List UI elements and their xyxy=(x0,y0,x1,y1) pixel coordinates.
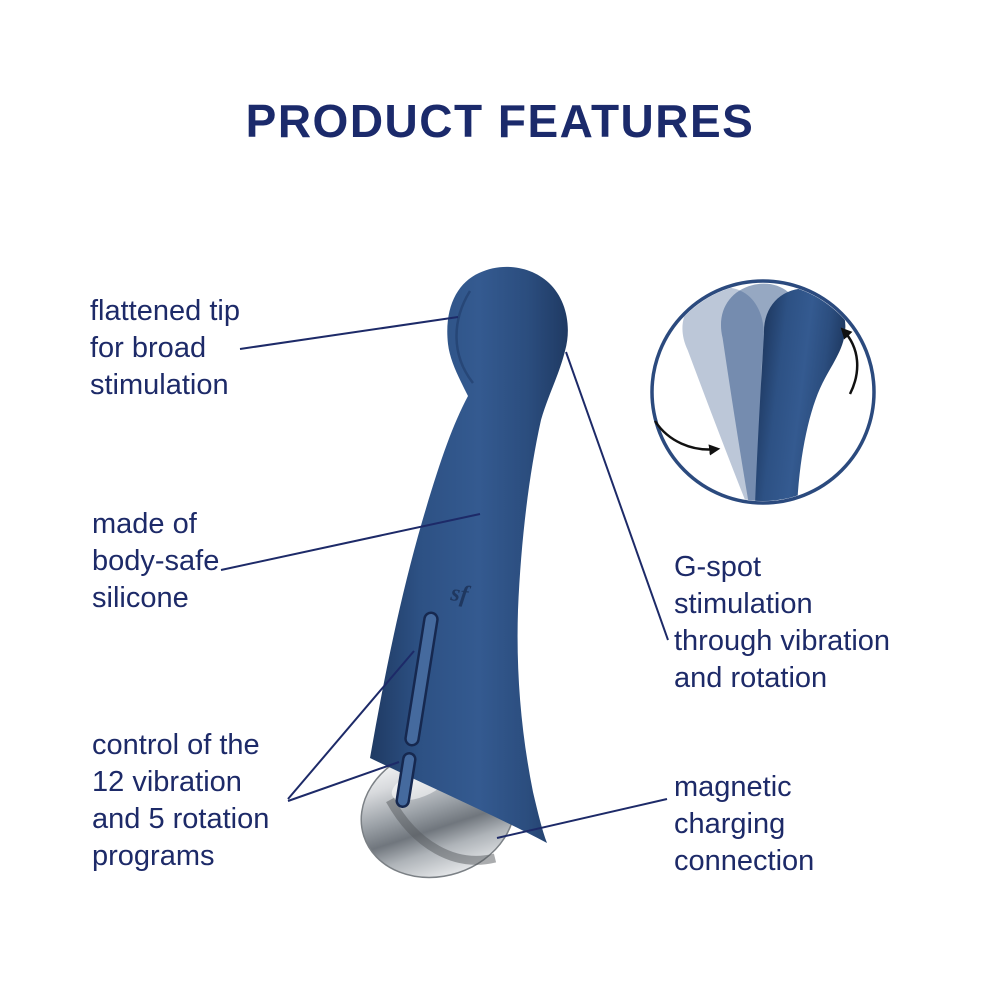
connector-silicone xyxy=(220,513,481,571)
rotation-inset xyxy=(650,279,876,505)
connector-magnetic xyxy=(496,798,668,839)
label-gspot-stimulation: G-spot stimulation through vibration and… xyxy=(674,551,891,695)
cap-reflection-streak xyxy=(386,797,497,865)
connector-controls-lower xyxy=(287,761,400,802)
label-body-safe-silicone: made of body-safe silicone xyxy=(92,508,220,615)
connector-gspot xyxy=(565,351,669,641)
brand-logo: sf xyxy=(448,580,472,609)
label-magnetic-charging: magnetic charging connection xyxy=(674,771,815,878)
label-flattened-tip: flattened tip for broad stimulation xyxy=(90,295,240,402)
vibration-button[interactable] xyxy=(404,611,439,747)
connector-controls-upper xyxy=(287,650,415,800)
connector-lines xyxy=(220,316,669,839)
flattened-tip-crease xyxy=(455,290,474,384)
connector-flattened-tip xyxy=(239,316,459,350)
rotation-arrow-right-icon xyxy=(840,327,859,395)
page-title: PRODUCT FEATURES xyxy=(245,95,755,147)
rotation-arrow-left-icon xyxy=(653,420,721,456)
rotation-button[interactable] xyxy=(395,752,417,808)
device-body xyxy=(370,266,568,843)
control-buttons[interactable] xyxy=(395,611,439,808)
label-control-programs: control of the 12 vibration and 5 rotati… xyxy=(92,729,270,873)
